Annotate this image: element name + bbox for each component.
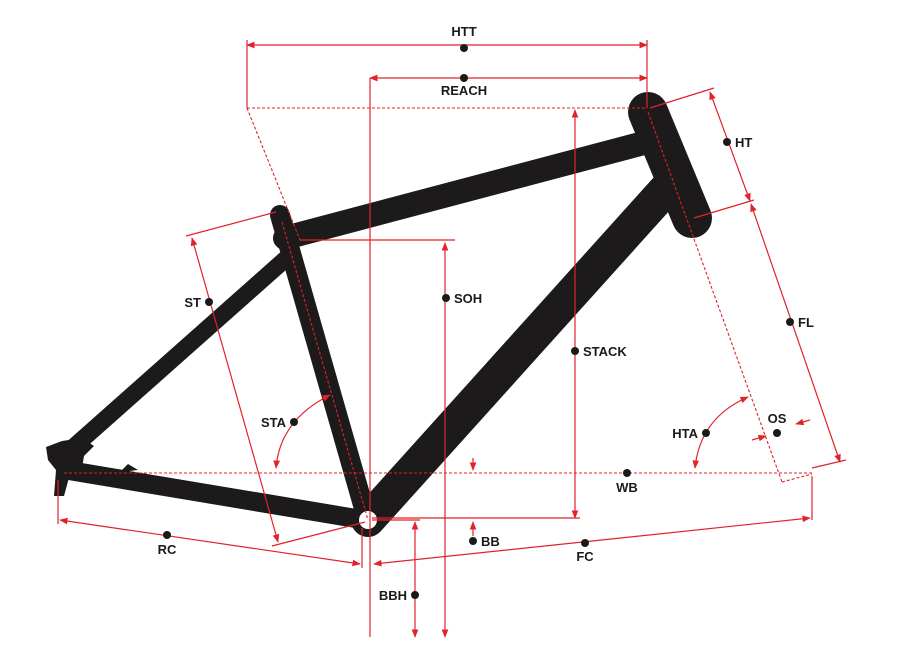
- bb-label: BB: [481, 534, 500, 549]
- st-line: [190, 237, 280, 543]
- fl-line: [750, 203, 841, 463]
- ht-dot: [723, 138, 731, 146]
- wb-dot: [623, 469, 631, 477]
- bbh-label: BBH: [379, 588, 407, 603]
- seat-tube-axis-dashed: [281, 221, 369, 521]
- chain-stay-bridge: [120, 464, 138, 472]
- sta-dot: [290, 418, 298, 426]
- top-tube: [273, 128, 667, 250]
- rc-line: [59, 517, 361, 567]
- st-label: ST: [184, 295, 201, 310]
- st-extension-bottom: [271, 521, 366, 547]
- ht-line: [709, 91, 751, 202]
- hta-arc: [692, 396, 749, 469]
- soh-label: SOH: [454, 291, 482, 306]
- fc-dot: [581, 539, 589, 547]
- bbh-dot: [411, 591, 419, 599]
- os-arrow-left: [751, 434, 767, 442]
- seat-stay: [59, 246, 299, 461]
- st-dot: [205, 298, 213, 306]
- head-tube: [628, 92, 712, 238]
- fl-extension-bottom: [811, 459, 847, 469]
- rc-dot: [163, 531, 171, 539]
- ht-extension-top: [649, 87, 715, 109]
- ht-extension-bottom: [693, 199, 755, 219]
- os-dot: [773, 429, 781, 437]
- rc-label: RC: [158, 542, 177, 557]
- reach-label: REACH: [441, 83, 487, 98]
- label-dots: [163, 44, 794, 599]
- down-tube: [351, 161, 693, 537]
- hta-dot: [702, 429, 710, 437]
- htt-dot: [460, 44, 468, 52]
- steering-axis-dashed: [647, 111, 783, 483]
- os-arrow-right: [795, 418, 811, 426]
- bb-dot: [469, 537, 477, 545]
- bike-frame: [46, 92, 712, 537]
- os-label: OS: [768, 411, 787, 426]
- hta-label: HTA: [672, 426, 698, 441]
- soh-dot: [442, 294, 450, 302]
- wb-label: WB: [616, 480, 638, 495]
- fc-line: [373, 515, 811, 567]
- sta-arc: [273, 394, 331, 469]
- dimension-lines: [57, 40, 847, 638]
- sta-label: STA: [261, 415, 287, 430]
- labels: HTT REACH HT ST SOH STACK FL STA HTA OS …: [158, 24, 814, 603]
- stack-dot: [571, 347, 579, 355]
- effective-top-tube-dashed: [246, 107, 301, 241]
- reach-dot: [460, 74, 468, 82]
- fl-dot: [786, 318, 794, 326]
- htt-label: HTT: [451, 24, 476, 39]
- fc-label: FC: [576, 549, 594, 564]
- chain-stay: [56, 460, 375, 530]
- fl-label: FL: [798, 315, 814, 330]
- ht-label: HT: [735, 135, 752, 150]
- st-extension-top: [185, 211, 277, 237]
- fork-end-dashed: [781, 473, 813, 483]
- stack-label: STACK: [583, 344, 627, 359]
